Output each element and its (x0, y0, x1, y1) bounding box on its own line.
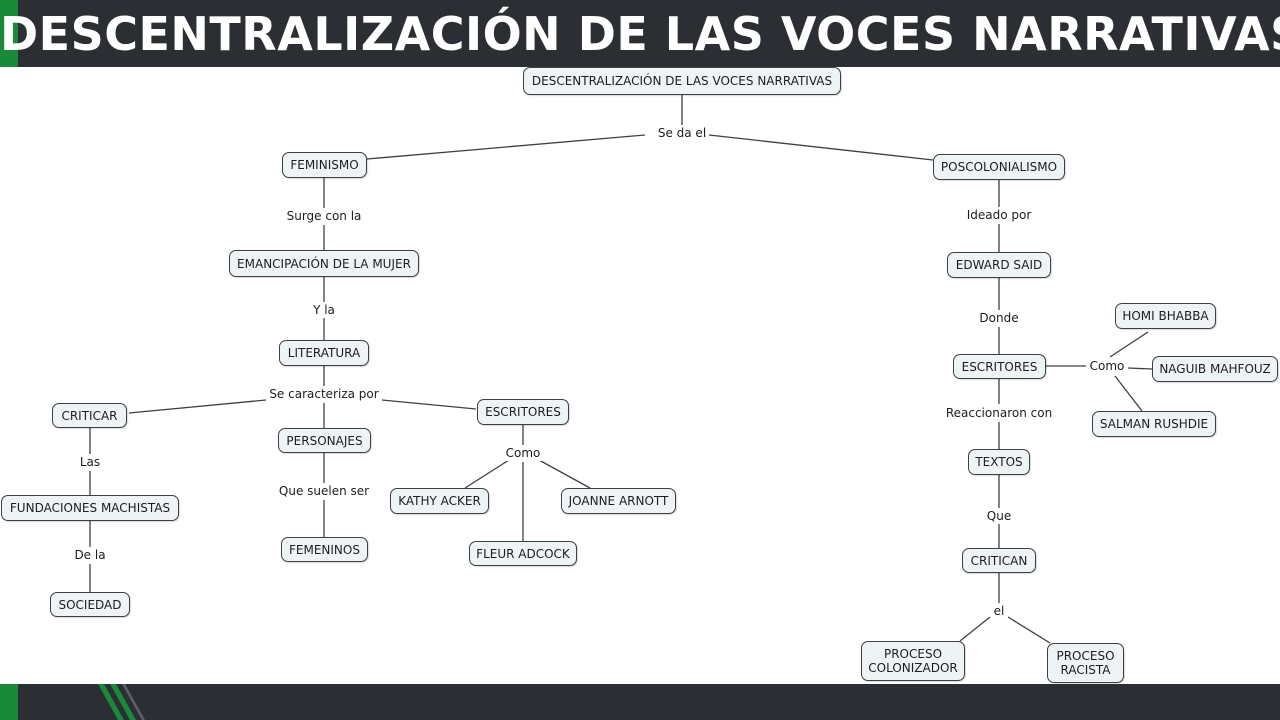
concept-escritores-feminismo: ESCRITORES (477, 399, 569, 425)
footer-bar (0, 684, 1280, 720)
concept-kathy-acker: KATHY ACKER (390, 488, 489, 514)
link-las: Las (76, 454, 104, 470)
link-que-suelen-ser: Que suelen ser (275, 483, 373, 499)
concept-proceso-colonizador: PROCESO COLONIZADOR (861, 641, 965, 681)
concept-critican: CRITICAN (962, 548, 1036, 573)
footer-stripes-decoration (98, 684, 145, 720)
concept-criticar: CRITICAR (52, 403, 127, 428)
link-se-da-el: Se da el (654, 125, 710, 141)
concept-poscolonialismo: POSCOLONIALISMO (933, 154, 1065, 180)
link-que: Que (983, 508, 1015, 524)
link-se-caracteriza-por: Se caracteriza por (266, 386, 382, 402)
header-accent-stripe (0, 0, 18, 67)
concept-naguib-mahfouz: NAGUIB MAHFOUZ (1152, 356, 1278, 382)
link-como-feminismo: Como (502, 445, 544, 461)
connector-lines (89, 95, 1153, 644)
concept-fleur-adcock: FLEUR ADCOCK (469, 541, 577, 566)
concept-emancipacion: EMANCIPACIÓN DE LA MUJER (229, 250, 419, 277)
concept-edward-said: EDWARD SAID (947, 252, 1051, 278)
link-como-poscolonialismo: Como (1086, 358, 1128, 374)
concept-personajes: PERSONAJES (278, 428, 371, 453)
link-de-la: De la (71, 547, 109, 563)
concept-feminismo: FEMINISMO (282, 152, 367, 178)
link-surge-con-la: Surge con la (283, 208, 365, 224)
link-y-la: Y la (310, 302, 338, 318)
link-el: el (990, 603, 1008, 619)
concept-fundaciones-machistas: FUNDACIONES MACHISTAS (1, 495, 179, 521)
concept-escritores-poscolonialismo: ESCRITORES (953, 354, 1046, 379)
concept-joanne-arnott: JOANNE ARNOTT (561, 488, 676, 514)
concept-proceso-racista: PROCESO RACISTA (1047, 643, 1124, 683)
link-donde: Donde (976, 310, 1022, 326)
concept-root: DESCENTRALIZACIÓN DE LAS VOCES NARRATIVA… (523, 67, 841, 95)
concept-textos: TEXTOS (968, 449, 1030, 475)
concept-salman-rushdie: SALMAN RUSHDIE (1092, 411, 1216, 437)
link-ideado-por: Ideado por (963, 207, 1035, 223)
footer-accent-stripe (0, 684, 18, 720)
concept-femeninos: FEMENINOS (281, 537, 368, 562)
slide-title: DESCENTRALIZACIÓN DE LAS VOCES NARRATIVA… (0, 7, 1280, 61)
concept-literatura: LITERATURA (279, 340, 369, 366)
header-bar (0, 0, 1280, 67)
concept-map: DESCENTRALIZACIÓN DE LAS VOCES NARRATIVA… (0, 67, 1280, 684)
concept-sociedad: SOCIEDAD (50, 592, 130, 617)
link-reaccionaron-con: Reaccionaron con (942, 405, 1056, 421)
concept-homi-bhabba: HOMI BHABBA (1115, 303, 1216, 329)
